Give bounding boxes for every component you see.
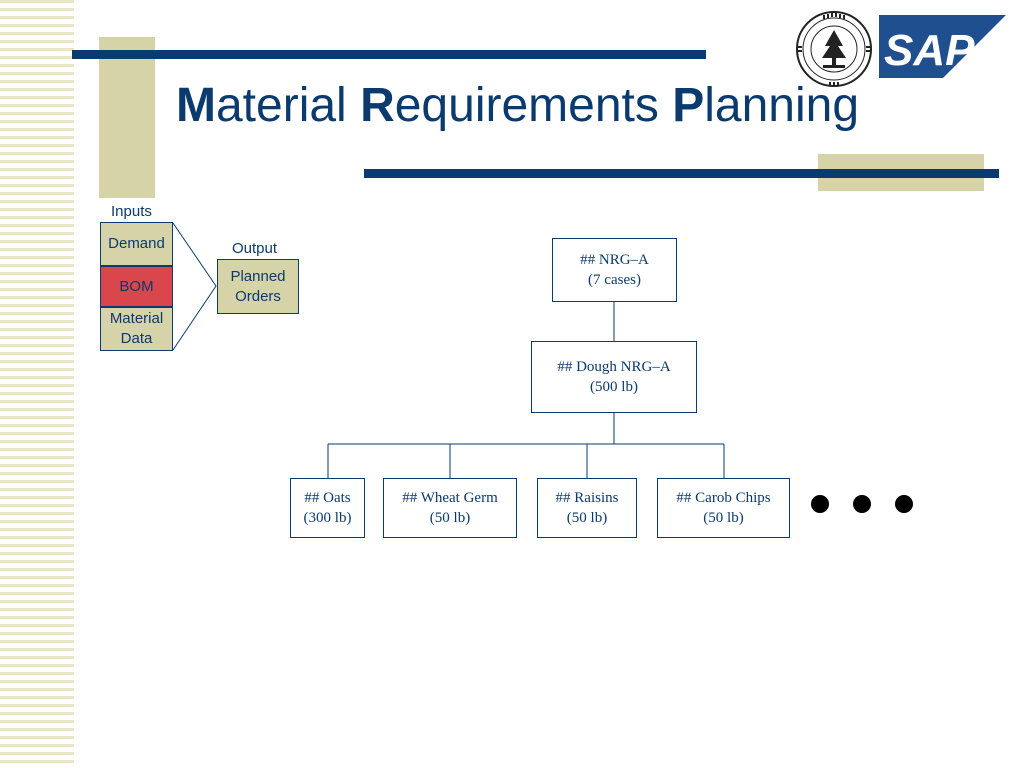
bom-raisins-qty: (50 lb) (566, 510, 608, 526)
input-bom-label: BOM (119, 277, 154, 295)
bom-node-wheat-germ: ## Wheat Germ (50 lb) (383, 478, 517, 538)
title-initial-r: R (360, 79, 395, 132)
bom-oats-qty: (300 lb) (303, 510, 352, 526)
university-seal-logo (796, 11, 872, 87)
bom-node-root: ## NRG–A (7 cases) (552, 238, 677, 302)
ellipsis-dot-3 (895, 495, 913, 513)
slide-title: Material Requirements Planning (176, 82, 859, 130)
output-planned-orders-box: Planned Orders (217, 259, 299, 314)
title-rest-p: lanning (704, 79, 860, 132)
title-initial-m: M (176, 79, 216, 132)
bom-root-qty: (7 cases) (588, 272, 641, 288)
sap-logo: SAP (879, 15, 1006, 78)
bom-carob-chips-name: ## Carob Chips (676, 490, 771, 506)
decorative-navy-bar-bottom (364, 169, 999, 178)
title-rest-m: aterial (215, 79, 361, 132)
title-initial-p: P (672, 79, 705, 132)
bom-node-raisins: ## Raisins (50 lb) (537, 478, 637, 538)
inputs-bracket (172, 222, 217, 351)
bom-oats-name: ## Oats (304, 490, 351, 506)
bom-node-oats: ## Oats (300 lb) (290, 478, 365, 538)
bom-wheat-germ-qty: (50 lb) (429, 510, 471, 526)
bom-node-dough: ## Dough NRG–A (500 lb) (531, 341, 697, 413)
ellipsis-dot-1 (811, 495, 829, 513)
input-material-data-line1: Material (109, 310, 164, 327)
bom-root-name: ## NRG–A (580, 252, 649, 268)
bom-dough-name: ## Dough NRG–A (557, 359, 671, 375)
output-line1: Planned (230, 267, 286, 285)
decorative-tan-block-left (99, 37, 155, 198)
bom-node-carob-chips: ## Carob Chips (50 lb) (657, 478, 790, 538)
striped-left-border (0, 0, 74, 768)
title-rest-r: equirements (394, 79, 673, 132)
inputs-label: Inputs (111, 203, 152, 220)
output-line2: Orders (235, 287, 281, 305)
input-bom-box: BOM (100, 266, 173, 307)
more-components-ellipsis-icon (811, 495, 913, 513)
bom-wheat-germ-name: ## Wheat Germ (402, 490, 498, 506)
input-demand-box: Demand (100, 222, 173, 266)
ellipsis-dot-2 (853, 495, 871, 513)
bom-raisins-name: ## Raisins (555, 490, 619, 506)
output-label: Output (232, 240, 278, 257)
svg-text:SAP: SAP (884, 26, 975, 75)
input-material-data-line2: Data (120, 330, 153, 347)
bom-carob-chips-qty: (50 lb) (703, 510, 744, 526)
input-demand-label: Demand (108, 235, 165, 252)
decorative-navy-bar-top (72, 50, 706, 59)
input-material-data-box: Material Data (100, 307, 173, 351)
bom-dough-qty: (500 lb) (590, 379, 638, 395)
